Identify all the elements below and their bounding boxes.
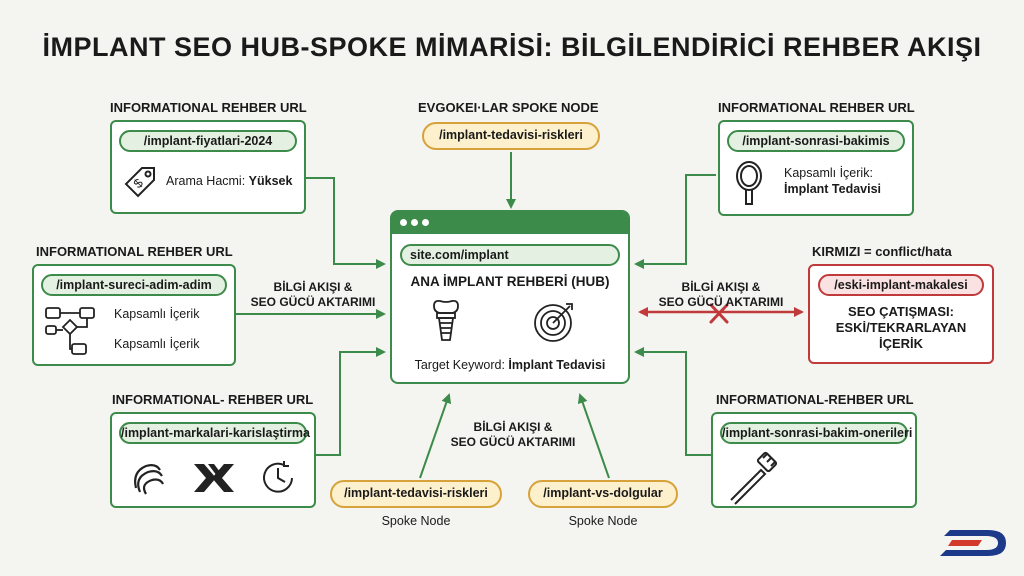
spoke-text: Kapsamlı İçerik: [114, 337, 200, 351]
spoke-text: İmplant Tedavisi: [784, 182, 882, 196]
conflict-x-icon: [709, 303, 729, 324]
flow-label-left: BİLGİ AKIŞI & SEO GÜCÜ AKTARIMI: [244, 280, 382, 310]
spoke-card-mid-left[interactable]: /implant-sureci-adim-adim Kapsamlı İçeri…: [32, 264, 236, 366]
toothbrush-icon: [730, 451, 778, 505]
arrow-top-left: [306, 177, 386, 269]
page-title: İMPLANT SEO HUB-SPOKE MİMARİSİ: BİLGİLEN…: [42, 32, 982, 62]
conflict-legend-label: KIRMIZI = conflict/hata: [812, 244, 952, 259]
arrow-top-right: [634, 174, 716, 269]
flow-label-right: BİLGİ AKIŞI & SEO GÜCÜ AKTARIMI: [652, 280, 790, 310]
spoke-label: INFORMATIONAL- REHBER URL: [112, 392, 314, 407]
target-icon: [534, 303, 573, 342]
conflict-text: ESKİ/TEKRARLAYAN: [835, 320, 967, 335]
spoke-text: Kapsamlı İçerik: [114, 307, 200, 321]
arrow-bottom-right: [634, 347, 711, 456]
spoke-label: INFORMATIONAL REHBER URL: [718, 100, 915, 115]
hub-card[interactable]: site.com/implant ANA İMPLANT REHBERİ (HU…: [390, 210, 630, 384]
arrow-bottom-center-left: [419, 393, 452, 479]
brand-logo-2-icon: [194, 464, 234, 492]
hub-title: ANA İMPLANT REHBERİ (HUB): [410, 274, 610, 289]
spoke-label: INFORMATIONAL REHBER URL: [110, 100, 307, 115]
flow-label-line: BİLGİ AKIŞI &: [681, 280, 761, 294]
flow-label-line: BİLGİ AKIŞI &: [473, 420, 553, 434]
spoke-label: INFORMATIONAL REHBER URL: [36, 244, 233, 259]
spoke-url[interactable]: /implant-sonrasi-bakimis: [727, 130, 905, 152]
spoke-text-value: Yüksek: [248, 174, 293, 188]
mirror-icon: [736, 161, 762, 205]
arrow-bottom-left: [316, 347, 386, 456]
spoke-card-bottom-right[interactable]: /implant-sonrasi-bakim-onerileri: [711, 412, 917, 508]
conflict-url[interactable]: /eski-implant-makalesi: [818, 274, 984, 296]
flowchart-icon: [45, 307, 95, 355]
window-dot-icon: [422, 219, 429, 226]
clock-icon: [263, 461, 293, 493]
spoke-label: EVGOKEI·LAR SPOKE NODE: [418, 100, 599, 115]
conflict-text: SEO ÇATIŞMASI:: [848, 304, 954, 319]
hub-keyword-value: İmplant Tedavisi: [508, 358, 606, 372]
arrow-bottom-center-right: [577, 393, 610, 479]
spoke-text: Arama Hacmi:: [166, 174, 249, 188]
spoke-url-bottom-center-right[interactable]: /implant-vs-dolgular: [528, 480, 678, 508]
conflict-text: İÇERİK: [878, 336, 924, 351]
hub-title-bar: [392, 212, 628, 234]
hub-keyword-label: Target Keyword:: [414, 358, 509, 372]
logo-icon: [940, 530, 1006, 556]
spoke-card-top-right[interactable]: /implant-sonrasi-bakimis Kapsamlı İçerik…: [718, 120, 914, 216]
flow-label-line: SEO GÜCÜ AKTARIMI: [450, 435, 576, 449]
spoke-url[interactable]: /implant-markalari-karislaştirma: [119, 422, 310, 444]
spoke-url[interactable]: /implant-sonrasi-bakim-onerileri: [720, 422, 912, 444]
spoke-url-top-center[interactable]: /implant-tedavisi-riskleri: [422, 122, 600, 150]
spoke-label: INFORMATIONAL-REHBER URL: [716, 392, 914, 407]
spoke-caption: Spoke Node: [568, 514, 638, 528]
spoke-card-bottom-left[interactable]: /implant-markalari-karislaştirma: [110, 412, 316, 508]
spoke-caption: Spoke Node: [381, 514, 451, 528]
price-tag-icon: $: [124, 167, 155, 198]
spoke-url-bottom-center-left[interactable]: /implant-tedavisi-riskleri: [330, 480, 502, 508]
flow-label-line: SEO GÜCÜ AKTARIMI: [658, 295, 784, 309]
spoke-url[interactable]: /implant-sureci-adim-adim: [41, 274, 227, 296]
brand-logo-1-icon: [134, 464, 164, 495]
spoke-url[interactable]: /implant-fiyatlari-2024: [119, 130, 297, 152]
window-dot-icon: [400, 219, 407, 226]
spoke-card-top-left[interactable]: /implant-fiyatlari-2024 $ Arama Hacmi: Y…: [110, 120, 306, 214]
window-dot-icon: [411, 219, 418, 226]
implant-icon: [433, 299, 459, 341]
flow-label-line: SEO GÜCÜ AKTARIMI: [250, 295, 376, 309]
flow-label-line: BİLGİ AKIŞI &: [273, 280, 353, 294]
spoke-text: Kapsamlı İçerik:: [784, 166, 873, 180]
hub-url-bar[interactable]: site.com/implant: [400, 244, 620, 266]
flow-label-bottom: BİLGİ AKIŞI & SEO GÜCÜ AKTARIMI: [446, 420, 580, 450]
conflict-card[interactable]: /eski-implant-makalesi SEO ÇATIŞMASI: ES…: [808, 264, 994, 364]
